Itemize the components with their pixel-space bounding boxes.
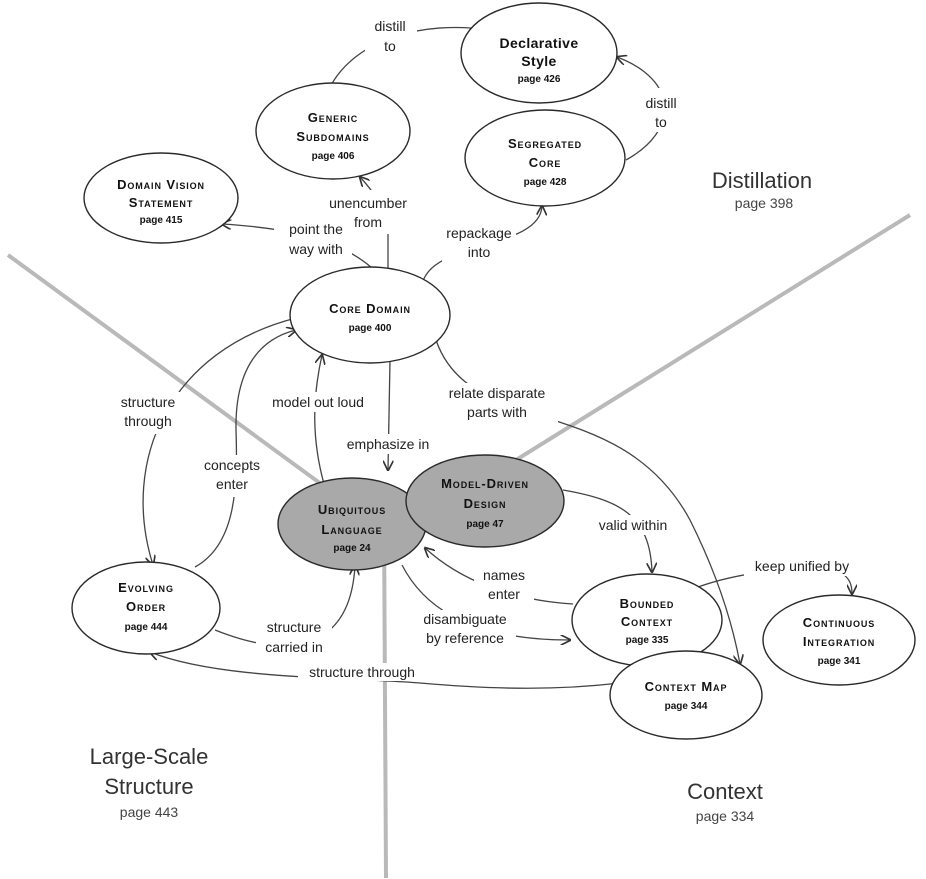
node-title: Ubiquitous — [318, 502, 386, 517]
edge-label: distill — [374, 18, 405, 34]
edge-label: enter — [216, 476, 248, 492]
edge-label: names — [483, 567, 525, 583]
node-ubiquitous-language[interactable]: Ubiquitous Language page 24 — [277, 477, 427, 571]
edge-label: distill — [645, 95, 676, 111]
node-continuous-integration[interactable]: Continuous Integration page 341 — [762, 594, 916, 686]
node-title: Segregated — [508, 136, 582, 151]
node-segregated-core[interactable]: Segregated Core page 428 — [464, 109, 626, 207]
node-page: page 47 — [466, 519, 504, 530]
edge-label: unencumber — [329, 195, 407, 211]
edge-label: into — [468, 244, 491, 260]
node-page: page 406 — [312, 151, 355, 162]
node-title: Context — [621, 614, 673, 629]
node-title: Core Domain — [329, 301, 411, 316]
node-title: Evolving — [118, 580, 174, 595]
region-name: Structure — [104, 774, 193, 799]
node-title: Bounded — [620, 596, 675, 611]
edge-model-out-loud — [314, 355, 324, 485]
edge-label: concepts — [204, 457, 260, 473]
edge-label: point the — [289, 221, 343, 237]
region-name: Large-Scale — [90, 744, 209, 769]
region-context: Context page 334 — [687, 779, 763, 824]
edge-structure-through — [142, 317, 297, 565]
divider-right — [498, 213, 912, 472]
edge-label: parts with — [467, 404, 527, 420]
edge-label: relate disparate — [449, 385, 546, 401]
edge-label: through — [124, 413, 171, 429]
node-title: Generic — [308, 110, 358, 125]
edge-labels: distill to distill to unencumber from po… — [114, 16, 860, 681]
node-declarative-style[interactable]: Declarative Style page 426 — [460, 2, 618, 104]
node-title: Design — [464, 496, 507, 511]
node-title: Continuous — [803, 615, 875, 630]
node-page: page 426 — [518, 74, 561, 85]
edge-label: structure through — [309, 664, 415, 680]
node-page: page 428 — [524, 177, 567, 188]
edge-label: to — [384, 38, 396, 54]
node-domain-vision-statement[interactable]: Domain Vision Statement page 415 — [83, 152, 239, 244]
node-generic-subdomains[interactable]: Generic Subdomains page 406 — [255, 82, 411, 180]
region-large-scale-structure: Large-Scale Structure page 443 — [90, 744, 209, 820]
node-page: page 444 — [125, 622, 168, 633]
node-title: Context Map — [645, 679, 728, 694]
edge-valid-within — [562, 489, 652, 572]
divider-bottom — [382, 519, 388, 879]
node-page: page 344 — [665, 701, 708, 712]
edge-label: structure — [267, 619, 322, 635]
node-title: Statement — [129, 195, 193, 210]
node-page: page 24 — [333, 543, 371, 554]
edge-label: disambiguate — [423, 611, 506, 627]
node-evolving-order[interactable]: Evolving Order page 444 — [71, 561, 221, 655]
node-model-driven-design[interactable]: Model-Driven Design page 47 — [405, 454, 565, 548]
edge-structure-through-2 — [150, 652, 621, 689]
edge-concepts-enter — [194, 330, 296, 568]
node-title: Style — [521, 53, 556, 69]
edge-label: enter — [488, 586, 520, 602]
edge-label: way with — [288, 241, 343, 257]
node-context-map[interactable]: Context Map page 344 — [609, 650, 763, 740]
node-title: Domain Vision — [117, 177, 205, 192]
edge-label: from — [354, 214, 382, 230]
node-title: Language — [321, 522, 382, 537]
node-bounded-context[interactable]: Bounded Context page 335 — [571, 573, 723, 667]
edge-label: valid within — [599, 517, 667, 533]
region-page: page 334 — [696, 808, 755, 824]
edge-label: structure — [121, 394, 176, 410]
region-page: page 443 — [120, 804, 179, 820]
node-title: Declarative — [499, 35, 578, 51]
node-title: Subdomains — [296, 129, 369, 144]
edge-label: emphasize in — [347, 436, 430, 452]
edge-label: by reference — [426, 630, 504, 646]
edge-label: to — [655, 114, 667, 130]
region-name: Distillation — [712, 168, 812, 193]
node-page: page 341 — [818, 656, 861, 667]
node-page: page 400 — [349, 323, 392, 334]
edge-label: keep unified by — [755, 558, 849, 574]
nodes: Declarative Style page 426 Generic Subdo… — [71, 2, 916, 740]
node-title: Core — [529, 155, 562, 170]
node-page: page 335 — [626, 635, 669, 646]
edge-label: repackage — [446, 225, 512, 241]
node-title: Model-Driven — [441, 476, 529, 491]
node-title: Order — [126, 599, 166, 614]
edge-label: carried in — [265, 639, 323, 655]
node-title: Integration — [803, 634, 875, 649]
node-core-domain[interactable]: Core Domain page 400 — [289, 266, 451, 364]
region-page: page 398 — [735, 195, 794, 211]
edge-label: model out loud — [272, 394, 364, 410]
region-name: Context — [687, 779, 763, 804]
region-distillation: Distillation page 398 — [712, 168, 812, 211]
node-page: page 415 — [140, 215, 183, 226]
